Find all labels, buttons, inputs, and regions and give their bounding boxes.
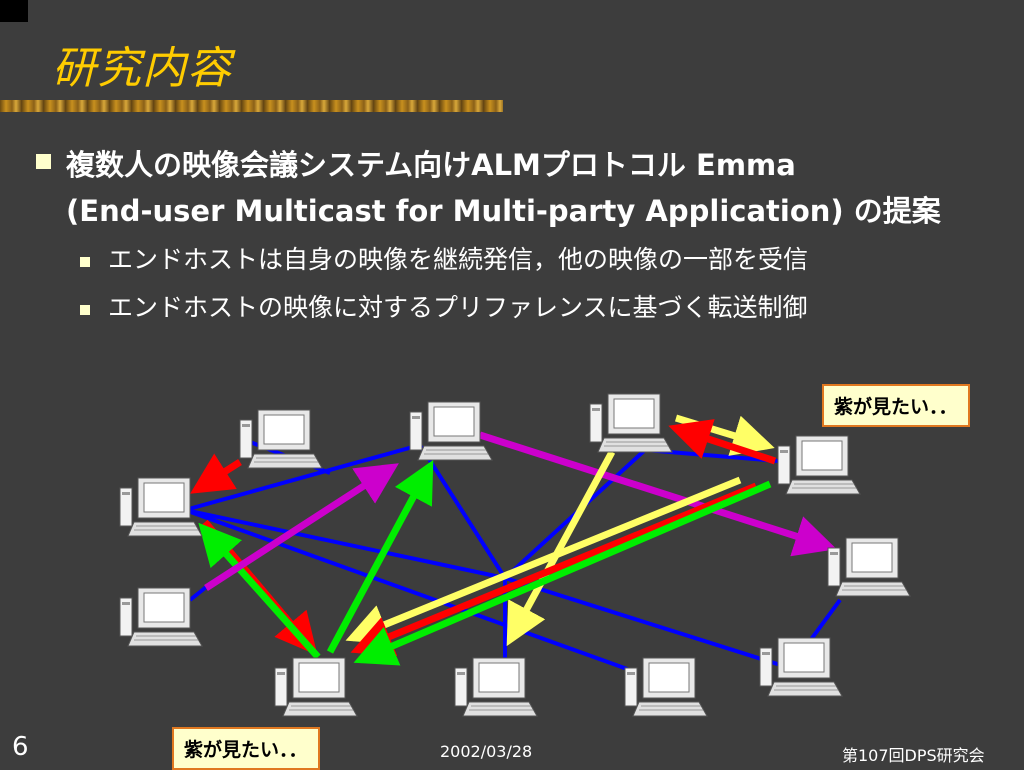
- link: [418, 443, 507, 580]
- slide-title: 研究内容: [52, 43, 232, 94]
- callout-bottom: 紫が見たい．．: [172, 727, 320, 770]
- corner-mark: [0, 0, 28, 22]
- computer-icon: [239, 409, 323, 469]
- end-hosts: [119, 393, 911, 717]
- green-stream-arrow: [353, 480, 772, 666]
- yellow-stream-arrow: [506, 450, 616, 647]
- main-bullet-line2: (End-user Multicast for Multi-party Appl…: [66, 194, 941, 228]
- stream-arrows: [190, 414, 837, 666]
- footer-conference: 第107回DPS研究会: [842, 746, 985, 765]
- sub-bullet-text: エンドホストの映像に対するプリファレンスに基づく転送制御: [108, 293, 808, 322]
- computer-icon: [624, 657, 708, 717]
- sub-bullet-text: エンドホストは自身の映像を継続発信，他の映像の一部を受信: [108, 245, 809, 274]
- computer-icon: [827, 537, 911, 597]
- link: [184, 508, 631, 672]
- computer-icon: [119, 477, 203, 537]
- link: [184, 443, 421, 512]
- computer-icon: [274, 657, 358, 717]
- computer-icon: [454, 657, 538, 717]
- square-bullet-icon: [80, 257, 90, 267]
- main-bullet-line1: 複数人の映像会議システム向けALMプロトコル Emma: [66, 148, 796, 182]
- page-number: 6: [12, 732, 29, 762]
- red-stream-arrow: [350, 482, 758, 657]
- square-bullet-icon: [36, 154, 51, 169]
- computer-icon: [409, 401, 493, 461]
- link: [504, 576, 791, 670]
- yellow-stream-arrow: [345, 476, 742, 645]
- purple-stream-arrow: [204, 463, 399, 591]
- red-stream-arrow: [190, 453, 242, 494]
- footer-date: 2002/03/28: [440, 742, 533, 761]
- purple-stream-arrow: [478, 431, 837, 557]
- computer-icon: [119, 587, 203, 647]
- computer-icon: [777, 435, 861, 495]
- green-stream-arrow: [198, 522, 321, 660]
- link: [184, 508, 506, 580]
- red-stream-arrow: [668, 419, 777, 465]
- title-divider: [0, 100, 503, 112]
- computer-icon: [589, 393, 673, 453]
- computer-icon: [759, 637, 843, 697]
- square-bullet-icon: [80, 305, 90, 315]
- callout-top-right: 紫が見たい．．: [822, 384, 970, 427]
